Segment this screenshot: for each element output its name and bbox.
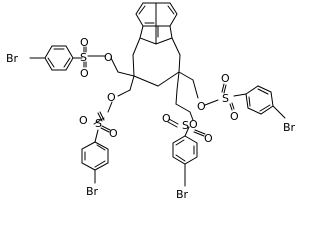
o-mid-left-link-label: O bbox=[107, 91, 116, 104]
o-bottom-left-2-label: O bbox=[109, 127, 118, 140]
o-top-left-1-label: O bbox=[80, 36, 89, 49]
right-tosylate-arm bbox=[178, 71, 286, 119]
o-bottom-right-2-label: O bbox=[204, 132, 213, 145]
o-top-left-link-label: O bbox=[104, 51, 113, 64]
o-top-left-2-label: O bbox=[80, 67, 89, 80]
s-top-left-label: S bbox=[80, 51, 87, 64]
o-right-link-label: O bbox=[197, 100, 206, 113]
o-right-2-label: O bbox=[230, 110, 239, 123]
s-bottom-left-label: S bbox=[95, 117, 102, 130]
top-left-tosylate-arm bbox=[29, 45, 135, 77]
br-bottom-right-label: Br bbox=[176, 188, 189, 201]
atom-labels: Br S O O O O S O O Br O S O O Br O S O O… bbox=[6, 36, 296, 201]
o-bottom-right-1-label: O bbox=[162, 112, 171, 125]
bottom-left-tosylate-arm bbox=[81, 75, 135, 184]
naphthalene-core bbox=[132, 2, 181, 56]
o-bottom-right-link-label: O bbox=[189, 118, 198, 131]
bottom-right-tosylate-arm bbox=[167, 71, 206, 187]
o-right-1-label: O bbox=[221, 72, 230, 85]
br-top-left-label: Br bbox=[6, 52, 19, 65]
molecule-structure: Br S O O O O S O O Br O S O O Br O S O O… bbox=[6, 2, 296, 201]
o-bottom-left-1-label: O bbox=[79, 114, 88, 127]
central-ring bbox=[132, 54, 181, 87]
br-right-label: Br bbox=[283, 121, 296, 134]
br-bottom-left-label: Br bbox=[86, 185, 99, 198]
s-right-label: S bbox=[222, 92, 229, 105]
s-bottom-right-label: S bbox=[182, 119, 189, 132]
